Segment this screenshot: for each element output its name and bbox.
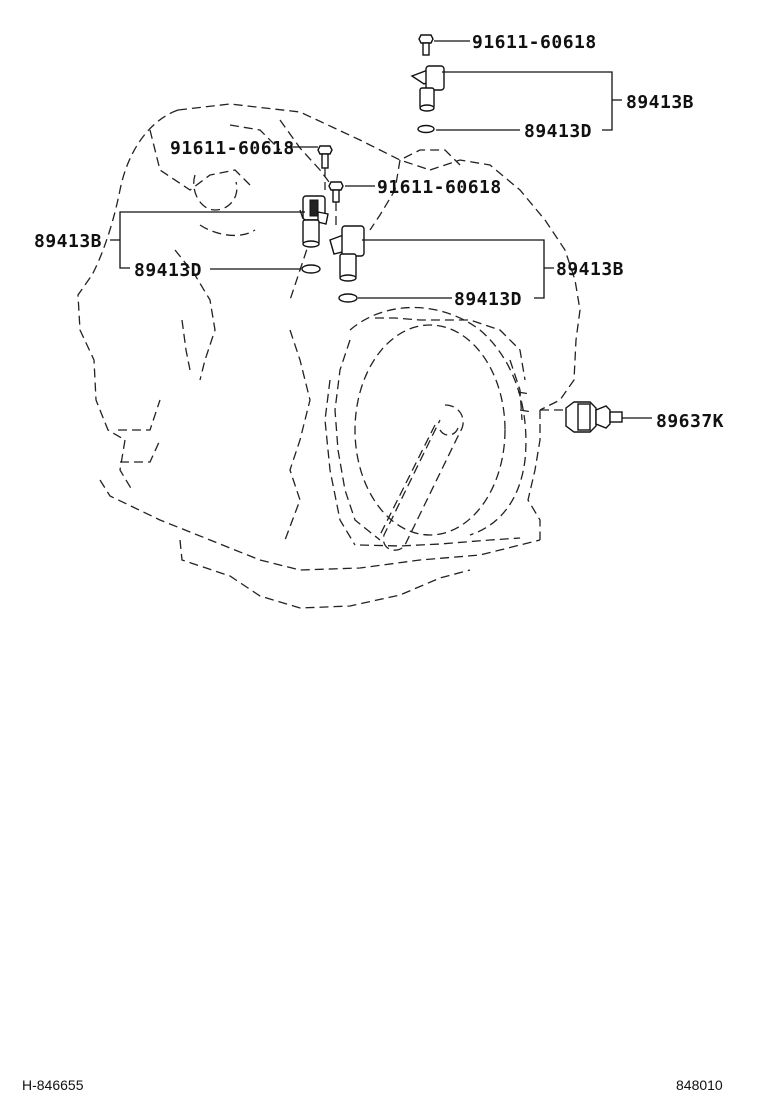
footer-right-code: 848010 — [676, 1077, 723, 1093]
bolt-left — [317, 145, 333, 190]
switch-right — [540, 401, 623, 433]
o-ring-left — [301, 264, 321, 274]
callout-oring-left: 89413D — [134, 260, 202, 281]
speed-sensor-right — [329, 225, 365, 282]
o-ring-right — [338, 293, 358, 303]
footer-left-code: H-846655 — [22, 1077, 84, 1093]
callout-oring-top: 89413D — [524, 121, 592, 142]
callout-bolt-mid: 91611-60618 — [377, 177, 502, 198]
leader-sensor-right — [362, 239, 554, 299]
callout-switch-right: 89637K — [656, 411, 724, 432]
speed-sensor-top — [410, 65, 445, 112]
leader-sensor-top — [442, 71, 622, 131]
callout-oring-right: 89413D — [454, 289, 522, 310]
callout-sensor-top: 89413B — [626, 92, 694, 113]
callout-sensor-right: 89413B — [556, 259, 624, 280]
transaxle-housing-outline — [77, 103, 581, 609]
callout-bolt-left: 91611-60618 — [170, 138, 295, 159]
o-ring-top — [417, 124, 435, 134]
callout-bolt-top: 91611-60618 — [472, 32, 597, 53]
bolt-top — [418, 34, 434, 56]
bolt-mid — [328, 181, 344, 225]
callout-sensor-left: 89413B — [34, 231, 102, 252]
leader-sensor-left — [110, 211, 305, 269]
speed-sensor-left — [302, 195, 329, 248]
